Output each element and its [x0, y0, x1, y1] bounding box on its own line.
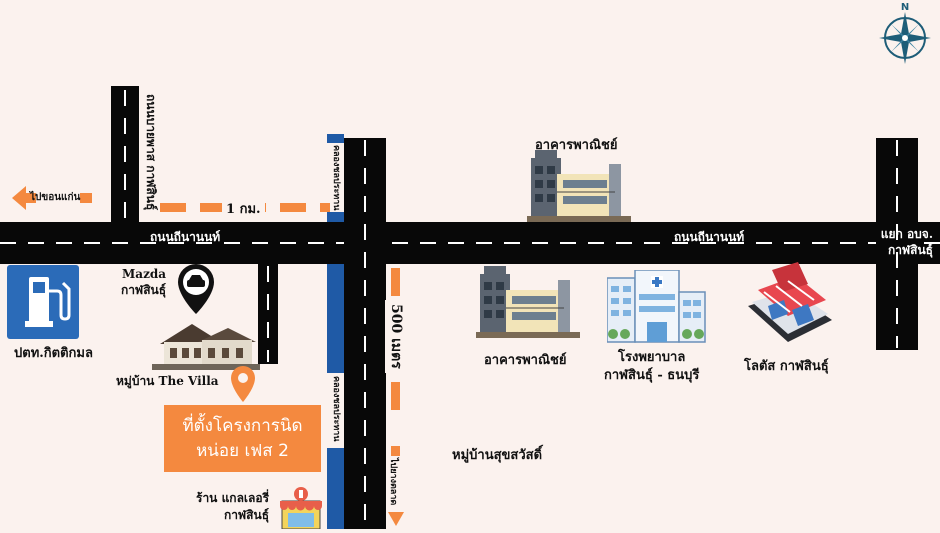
- north-road-label: ถนนบายพาส กาฬสินธุ์: [144, 94, 158, 211]
- project-line1: ที่ตั้งโครงการนิด: [182, 415, 303, 436]
- mazda-label-line1: Mazda: [122, 267, 167, 281]
- five-hundred-m-label: 500 เมตร: [385, 300, 407, 373]
- car-pin-icon: [175, 262, 217, 320]
- junction-label: แยก อบจ. กาฬสินธุ์: [863, 226, 933, 258]
- to-khon-kaen-label: ไปขอนแก่น: [30, 192, 81, 203]
- right-road-lane-line: [896, 140, 898, 348]
- canal-top-label: คลองชลประทาน: [331, 145, 341, 211]
- hospital-icon: [606, 269, 707, 350]
- main-road-label-right: ถนนถีนานนท์: [674, 230, 745, 244]
- commercial-building-bottom-icon: [476, 266, 580, 342]
- compass-icon: N: [877, 0, 933, 66]
- villa-house-icon: [152, 320, 260, 374]
- gallery-label-line2: กาฬสินธุ์: [223, 508, 270, 522]
- south-dash-line: [391, 446, 400, 456]
- gallery-label-line1: ร้าน แกลเลอรี่: [196, 491, 270, 505]
- commercial-building-top-icon: [527, 150, 631, 226]
- to-yang-talat-label: ไปยางตลาด: [388, 458, 398, 506]
- commercial-bottom-label: อาคารพาณิชย์: [484, 353, 567, 368]
- hospital-label-line2: กาฬสินธุ์ - ธนบุรี: [604, 368, 700, 383]
- location-pin-icon: [228, 364, 258, 408]
- villa-road-lane-line: [267, 266, 269, 362]
- center-road-lane-line: [364, 140, 366, 529]
- west-arrow-icon: [12, 186, 92, 214]
- gallery-shop-icon: [278, 487, 324, 533]
- mazda-label-line2: กาฬสินธุ์: [121, 283, 167, 297]
- canal-top-stripe-2: [327, 212, 344, 222]
- commercial-top-label: อาคารพาณิชย์: [535, 138, 618, 153]
- project-location-box: ที่ตั้งโครงการนิด หน่อย เฟส 2: [164, 405, 321, 472]
- mazda-label: Mazda กาฬสินธุ์: [121, 266, 166, 298]
- fuel-station-icon: [7, 265, 79, 339]
- south-arrow-icon: [388, 512, 404, 532]
- north-west-road-lane-line: [124, 90, 126, 220]
- canal-bottom-stripe: [327, 264, 344, 373]
- junction-text: แยก อบจ. กาฬสินธุ์: [880, 227, 933, 257]
- ptt-label: ปตท.กิตติกมล: [14, 346, 93, 361]
- main-road-lane-line: [0, 242, 940, 244]
- one-km-label: 1 กม.: [222, 198, 265, 219]
- hospital-label: โรงพยาบาล กาฬสินธุ์ - ธนบุรี: [604, 349, 699, 385]
- village-suksawat-label: หมู่บ้านสุขสวัสดิ์: [452, 448, 543, 463]
- compass-north-label: N: [901, 2, 909, 13]
- canal-bottom-stripe-2: [327, 448, 344, 529]
- lotus-label: โลตัส กาฬสินธุ์: [744, 359, 829, 374]
- project-line2: หน่อย เฟส 2: [196, 440, 289, 461]
- gallery-label: ร้าน แกลเลอรี่ กาฬสินธุ์: [196, 490, 269, 524]
- canal-top-stripe: [327, 134, 344, 143]
- lotus-store-icon: [738, 262, 836, 356]
- hospital-label-line1: โรงพยาบาล: [618, 350, 686, 365]
- village-villa-label: หมู่บ้าน The Villa: [116, 374, 219, 388]
- main-road-label-left: ถนนถีนานนท์: [150, 230, 221, 244]
- canal-bottom-label: คลองชลประทาน: [331, 376, 341, 442]
